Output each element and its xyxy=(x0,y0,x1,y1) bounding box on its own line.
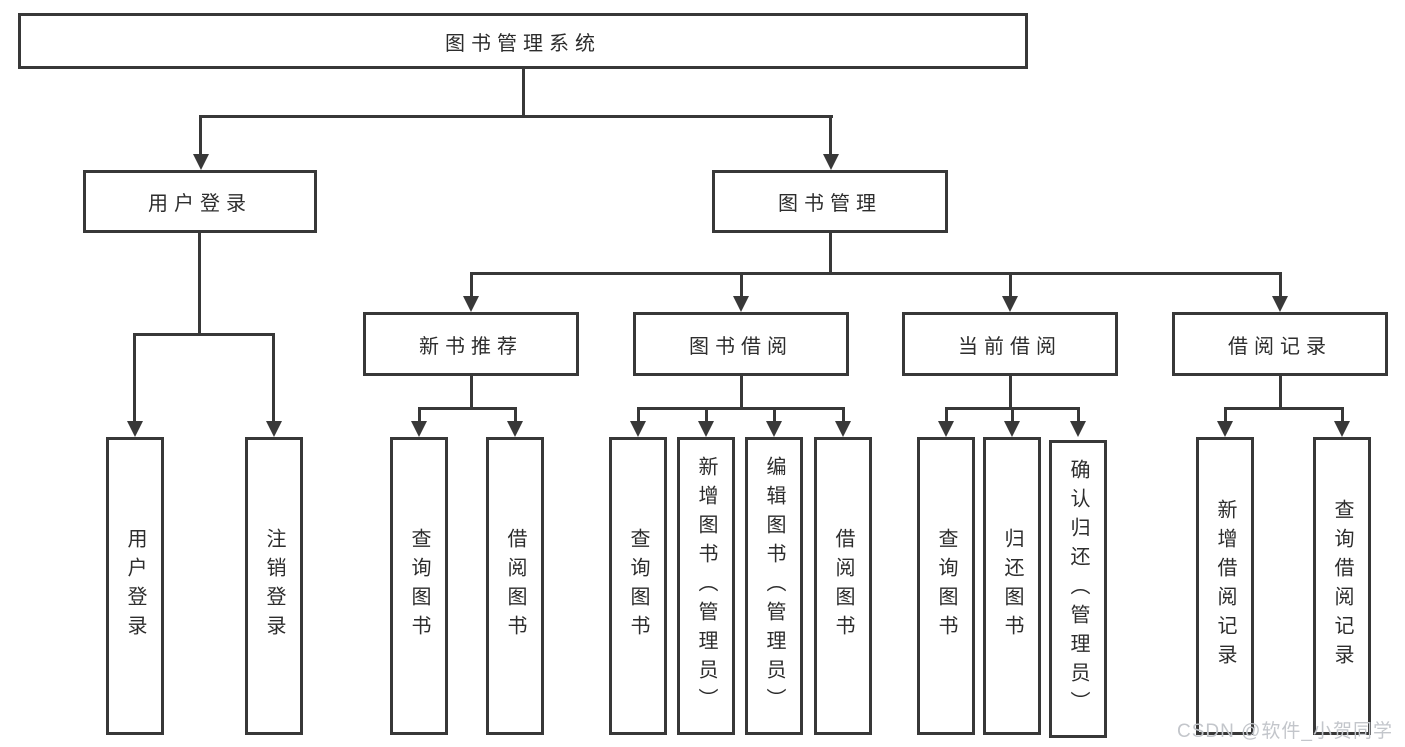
line-login-drop xyxy=(198,233,201,335)
line-root-drop xyxy=(522,69,525,117)
line-into-leaf-query-recommend xyxy=(418,407,421,423)
line-into-leaf-add-record xyxy=(1224,407,1227,423)
node-borrow-records: 借阅记录 xyxy=(1172,312,1388,376)
arrowhead-leaf-query-record xyxy=(1334,421,1350,437)
node-root: 图书管理系统 xyxy=(18,13,1028,69)
node-current-borrow: 当前借阅 xyxy=(902,312,1118,376)
arrowhead-current xyxy=(1002,296,1018,312)
node-leaf-edit-book-admin: 编辑图书（管理员） xyxy=(745,437,803,735)
node-leaf-borrow-books-borrow: 借阅图书 xyxy=(814,437,872,735)
line-into-borrow xyxy=(740,272,743,300)
node-leaf-add-borrow-record: 新增借阅记录 xyxy=(1196,437,1254,735)
line-into-leaf-add-book xyxy=(705,407,708,423)
line-records-drop xyxy=(1279,376,1282,409)
line-into-book-management xyxy=(829,115,832,156)
arrowhead-user-login-group xyxy=(193,154,209,170)
arrowhead-leaf-query-borrow xyxy=(630,421,646,437)
arrowhead-borrow xyxy=(733,296,749,312)
line-recommend-branch xyxy=(418,407,517,410)
arrowhead-leaf-return-book xyxy=(1004,421,1020,437)
arrowhead-leaf-user-login xyxy=(127,421,143,437)
node-leaf-add-book-admin: 新增图书（管理员） xyxy=(677,437,735,735)
node-leaf-query-books-current: 查询图书 xyxy=(917,437,975,735)
line-into-current xyxy=(1009,272,1012,300)
node-leaf-borrow-books-recommend: 借阅图书 xyxy=(486,437,544,735)
line-borrow-drop xyxy=(740,376,743,409)
line-borrow-branch xyxy=(637,407,845,410)
arrowhead-recommend xyxy=(463,296,479,312)
arrowhead-leaf-query-current xyxy=(938,421,954,437)
line-into-leaf-borrow-book xyxy=(842,407,845,423)
node-leaf-user-login: 用户登录 xyxy=(106,437,164,735)
arrowhead-leaf-query-recommend xyxy=(411,421,427,437)
arrowhead-book-management xyxy=(823,154,839,170)
line-recommend-drop xyxy=(470,376,473,409)
line-level3-branch xyxy=(470,272,1282,275)
line-into-leaf-return-book xyxy=(1011,407,1014,423)
arrowhead-records xyxy=(1272,296,1288,312)
line-into-records xyxy=(1279,272,1282,300)
line-into-recommend xyxy=(470,272,473,300)
line-into-leaf-confirm-return xyxy=(1077,407,1080,423)
arrowhead-leaf-borrow-book xyxy=(835,421,851,437)
line-into-leaf-query-borrow xyxy=(637,407,640,423)
arrowhead-leaf-add-record xyxy=(1217,421,1233,437)
line-into-leaf-logout xyxy=(272,333,275,424)
line-current-drop xyxy=(1009,376,1012,409)
line-level2-branch xyxy=(199,115,833,118)
line-into-leaf-borrow-recommend xyxy=(514,407,517,423)
node-book-management: 图书管理 xyxy=(712,170,948,233)
arrowhead-leaf-add-book xyxy=(698,421,714,437)
arrowhead-leaf-confirm-return xyxy=(1070,421,1086,437)
line-into-leaf-user-login xyxy=(133,333,136,424)
node-leaf-confirm-return-admin: 确认归还（管理员） xyxy=(1049,440,1107,738)
node-leaf-query-borrow-record: 查询借阅记录 xyxy=(1313,437,1371,735)
csdn-watermark: CSDN @软件_小贺同学 xyxy=(1177,721,1393,742)
node-new-book-recommend: 新书推荐 xyxy=(363,312,579,376)
line-into-user-login-group xyxy=(199,115,202,156)
arrowhead-leaf-edit-book xyxy=(766,421,782,437)
line-management-drop xyxy=(829,233,832,274)
node-leaf-query-books-borrow: 查询图书 xyxy=(609,437,667,735)
node-leaf-return-book: 归还图书 xyxy=(983,437,1041,735)
node-leaf-logout: 注销登录 xyxy=(245,437,303,735)
arrowhead-leaf-borrow-recommend xyxy=(507,421,523,437)
arrowhead-leaf-logout xyxy=(266,421,282,437)
line-records-branch xyxy=(1224,407,1344,410)
line-login-branch xyxy=(133,333,275,336)
node-user-login-group: 用户登录 xyxy=(83,170,317,233)
line-into-leaf-query-current xyxy=(945,407,948,423)
line-into-leaf-edit-book xyxy=(773,407,776,423)
node-book-borrow: 图书借阅 xyxy=(633,312,849,376)
node-leaf-query-books-recommend: 查询图书 xyxy=(390,437,448,735)
line-into-leaf-query-record xyxy=(1341,407,1344,423)
